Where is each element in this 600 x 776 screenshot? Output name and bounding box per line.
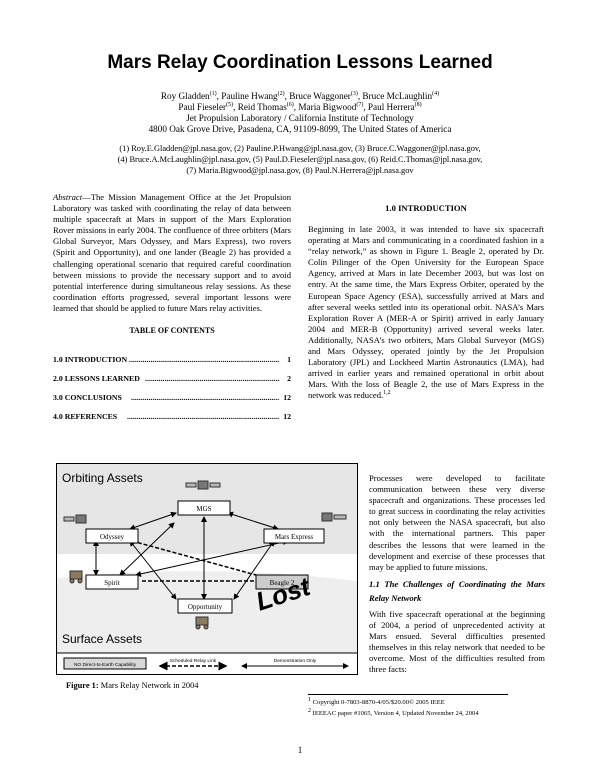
relay-network-figure: Orbiting Assets Surface Assets MGS Odyss… (56, 463, 358, 675)
footnote-rule (308, 694, 508, 695)
node-opportunity (177, 598, 233, 614)
author-line-2: Paul Fieseler(5), Reid Thomas(6), Maria … (178, 101, 422, 112)
intro-paragraph-2: Processes were developed to facilitate c… (369, 473, 545, 572)
toc-entry[interactable]: 4.0 REFERENCES..........................… (53, 412, 291, 421)
relay-links (93, 511, 289, 600)
section-1-1-heading: 1.1 The Challenges of Coordinating the M… (369, 579, 545, 603)
spacecraft-icon (185, 480, 221, 490)
node-mars-express-label: Mars Express (275, 533, 314, 541)
spacecraft-icon (321, 512, 347, 522)
abstract: Abstract—The Mission Management Office a… (53, 192, 291, 314)
paper-title: Mars Relay Coordination Lessons Learned (107, 52, 493, 73)
legend-demo-label: Demonstration Only (274, 658, 317, 664)
orbiting-assets-label: Orbiting Assets (62, 471, 143, 485)
rover-icon (195, 616, 209, 630)
address: 4800 Oak Grove Drive, Pasadena, CA, 9110… (148, 124, 452, 134)
surface-assets-label: Surface Assets (62, 632, 142, 646)
node-beagle-label: Beagle 2 (270, 579, 295, 587)
node-beagle (255, 574, 309, 590)
node-odyssey (85, 528, 139, 544)
toc-entry[interactable]: 1.0 INTRODUCTION........................… (53, 355, 291, 364)
toc-entry[interactable]: 3.0 CONCLUSIONS.........................… (53, 393, 291, 402)
abstract-text: —The Mission Management Office at the Je… (53, 192, 291, 313)
intro-heading: 1.0 INTRODUCTION (385, 203, 467, 213)
legend-scheduled-label: Scheduled Relay Link (170, 658, 217, 664)
abstract-label: Abstract (53, 192, 83, 202)
section-1-1-text: With five spacecraft operational at the … (369, 609, 545, 675)
legend-no-direct (63, 657, 147, 670)
email-line-3: (7) Maria.Bigwood@jpl.nasa.gov, (8) Paul… (186, 166, 414, 175)
page-number: 1 (297, 745, 303, 755)
email-line-2: (4) Bruce.A.McLaughlin@jpl.nasa.gov, (5)… (117, 155, 483, 164)
node-spirit (85, 574, 139, 590)
author-line-1: Roy Gladden(1), Pauline Hwang(2), Bruce … (160, 90, 440, 101)
node-mgs (177, 500, 231, 516)
rover-icon (69, 570, 83, 584)
toc-entry[interactable]: 2.0 LESSONS LEARNED.....................… (53, 374, 291, 383)
toc-heading: TABLE OF CONTENTS (129, 326, 215, 335)
node-mars-express (263, 528, 325, 544)
figure-caption: Figure 1: Mars Relay Network in 2004 (66, 681, 199, 690)
node-mgs-label: MGS (196, 505, 211, 513)
node-opportunity-label: Opportunity (188, 603, 223, 611)
legend-no-direct-label: NO Direct-to-Earth Capability (74, 662, 137, 668)
footnote-2: 2 IEEEAC paper #1065, Version 4, Updated… (308, 707, 479, 717)
node-odyssey-label: Odyssey (100, 533, 125, 541)
email-line-1: (1) Roy.E.Gladden@jpl.nasa.gov, (2) Paul… (119, 144, 481, 153)
intro-paragraph-1: Beginning in late 2003, it was intended … (308, 224, 544, 401)
affiliation: Jet Propulsion Laboratory / California I… (186, 113, 414, 123)
node-spirit-label: Spirit (104, 579, 120, 587)
spacecraft-icon (63, 514, 87, 524)
table-of-contents: 1.0 INTRODUCTION........................… (53, 355, 291, 422)
footnote-1: 1 Copyright 0-7803-8870-4/05/$20.00© 200… (308, 696, 445, 706)
